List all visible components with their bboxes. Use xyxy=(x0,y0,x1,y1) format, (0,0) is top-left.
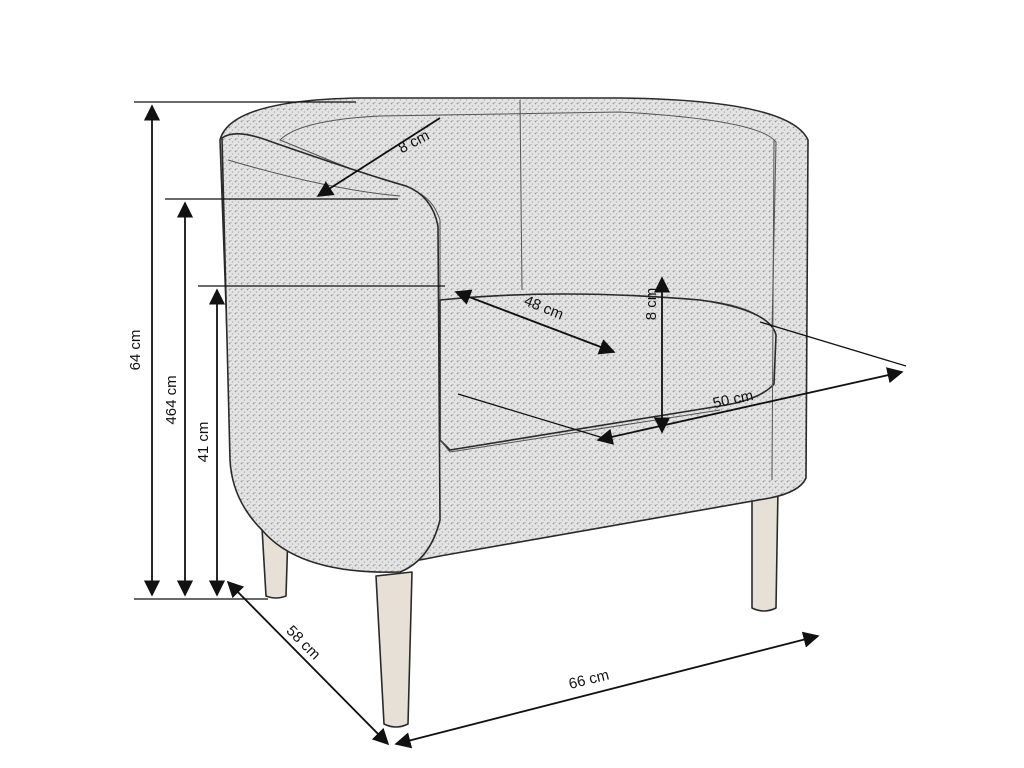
ext-seat-right xyxy=(759,321,907,367)
label-cushion-thickness: 8 cm xyxy=(643,288,660,321)
arrow-seat-width xyxy=(596,367,904,445)
front-left-leg xyxy=(375,571,413,728)
back-right-leg xyxy=(751,487,779,612)
arrow-width xyxy=(394,631,820,749)
arrow-armrest-width xyxy=(316,117,441,197)
extension-lines xyxy=(134,101,907,600)
arrow-seat-depth xyxy=(454,289,616,355)
ext-seat-front xyxy=(457,393,611,441)
label-seat-height: 41 cm xyxy=(195,422,212,463)
arrow-depth xyxy=(226,580,390,746)
back-seam xyxy=(519,99,523,291)
label-width: 66 cm xyxy=(567,666,611,692)
left-armrest xyxy=(221,133,441,573)
dimension-arrows xyxy=(143,104,904,749)
label-armrest-height: 464 cm xyxy=(163,375,180,424)
label-total-height: 64 cm xyxy=(127,330,144,371)
